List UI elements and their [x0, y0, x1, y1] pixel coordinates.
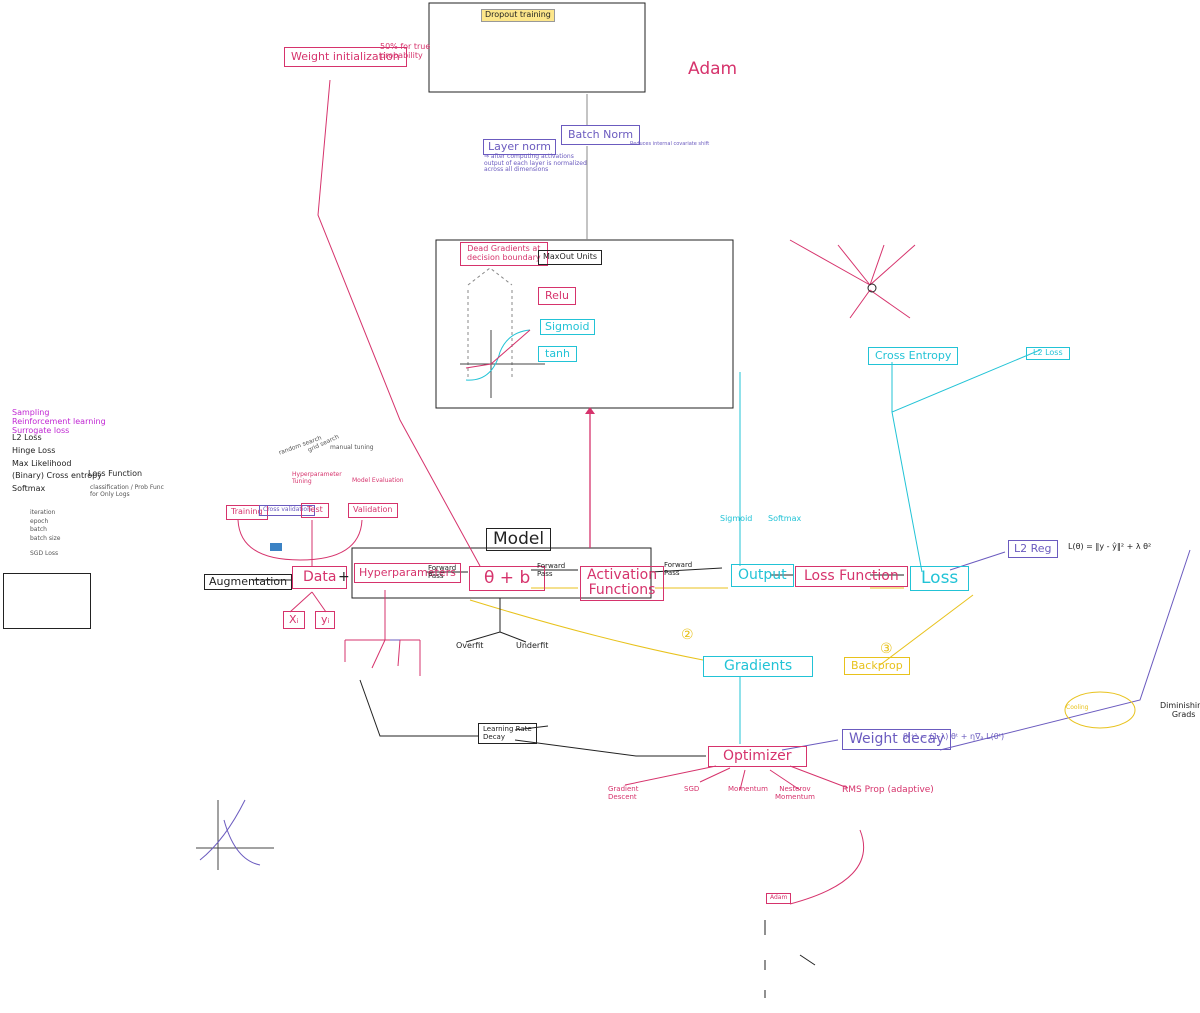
loss-list-item: Max Likelihood	[12, 458, 72, 468]
backprop-node[interactable]: Backprop	[844, 657, 910, 676]
softmax-label: Softmax	[768, 514, 802, 523]
manual-note: manual tuning	[330, 444, 374, 451]
forward-arrow-3	[650, 567, 723, 573]
validation-node[interactable]: Validation	[348, 503, 398, 518]
tanh-node[interactable]: tanh	[538, 346, 577, 363]
hyperparameters-node[interactable]: Hyperparameters	[354, 563, 461, 584]
step-two-marker: ②	[681, 627, 694, 643]
xi-node[interactable]: Xᵢ	[283, 611, 305, 630]
gradient-descent-node[interactable]: Gradient Descent	[608, 785, 639, 801]
batch-list-item: batch	[30, 526, 47, 534]
batch-norm-note: Reduces internal covariate shift	[630, 141, 710, 147]
batch-list: iteration epoch batch batch size	[30, 509, 61, 542]
underfit-label: Underfit	[516, 641, 549, 650]
batch-list-item: iteration	[30, 509, 56, 516]
cross-validation-node[interactable]: Cross validation	[259, 505, 315, 516]
loss-list-item: Hinge Loss	[12, 445, 56, 455]
softmax-note: classification / Prob Func for Only Logs	[90, 484, 164, 498]
batch-list-item: epoch	[30, 517, 49, 525]
test-node[interactable]: Test	[301, 503, 329, 518]
loss-fn-ref: Loss Function	[88, 469, 143, 478]
batch-list-item: batch size	[30, 534, 61, 542]
adam-label: Adam	[688, 59, 738, 79]
optimizer-node[interactable]: Optimizer	[708, 746, 807, 768]
l2-loss-node[interactable]: L2 Loss	[1026, 347, 1070, 360]
model-title: Model	[486, 528, 552, 551]
loss-function-node[interactable]: Loss Function	[795, 566, 908, 588]
loss-list-item: L2 Loss	[12, 433, 42, 442]
relu-node[interactable]: Relu	[538, 287, 576, 306]
loss-node[interactable]: Loss	[910, 566, 970, 591]
loss-list-title: Sampling Reinforcement learning Surrogat…	[12, 408, 106, 435]
step-three-marker: ③	[880, 641, 893, 657]
dataset-thumbnail	[270, 543, 282, 551]
activation-panel	[435, 239, 734, 409]
momentum-node[interactable]: Momentum	[728, 785, 768, 793]
batch-norm-node[interactable]: Batch Norm	[561, 125, 641, 146]
plus-sign: +	[338, 569, 350, 585]
init-note: 50% for true probability	[380, 42, 431, 60]
forward-pass-label-3: Forward Pass	[664, 561, 693, 577]
augmentation-node[interactable]: Augmentation	[204, 574, 293, 591]
model-box	[351, 547, 652, 599]
adam-box-node[interactable]: Adam	[766, 893, 792, 904]
rmsprop-node[interactable]: RMS Prop (adaptive)	[842, 785, 934, 795]
gradients-node[interactable]: Gradients	[703, 656, 814, 678]
dropout-title: Dropout training	[481, 9, 555, 22]
data-node[interactable]: Data	[292, 566, 348, 590]
l2-reg-node[interactable]: L2 Reg	[1008, 540, 1058, 559]
layer-norm-note: ⇒ after computing activations output of …	[484, 153, 587, 174]
forward-pass-label-2: Forward Pass	[537, 562, 566, 578]
sgd-loss-note: SGD Loss	[30, 550, 59, 557]
loss-list: L2 Loss Hinge Loss Max Likelihood (Binar…	[12, 433, 102, 494]
loss-list-item: Softmax	[12, 484, 46, 494]
cross-entropy-node[interactable]: Cross Entropy	[868, 347, 959, 366]
model-eval-label: Model Evaluation	[352, 477, 404, 484]
theta-to-init	[317, 79, 481, 567]
l2-equation: L(θ) = ‖y - ŷ‖² + λ θ²	[1068, 542, 1152, 551]
definitions-box	[3, 573, 91, 629]
dead-gradients-node: Dead Gradients at decision boundary	[460, 242, 548, 266]
maxout-node: MaxOut Units	[538, 250, 603, 265]
loss-list-item: (Binary) Cross entropy	[12, 471, 102, 481]
cooling-label: Cooling	[1066, 704, 1089, 711]
yi-node[interactable]: yᵢ	[315, 611, 336, 630]
theta-to-gradients	[469, 599, 704, 661]
overfit-label: Overfit	[456, 641, 484, 650]
learning-rate-decay-node[interactable]: Learning Rate Decay	[478, 723, 537, 745]
sigmoid-node[interactable]: Sigmoid	[540, 319, 595, 336]
nesterov-node[interactable]: Nesterov Momentum	[775, 785, 815, 801]
dropout-panel	[428, 2, 646, 93]
layer-norm-node[interactable]: Layer norm	[483, 139, 556, 156]
output-node[interactable]: Output	[731, 564, 794, 588]
hyperparam-tuning-label: Hyperparameter Tuning	[292, 471, 342, 485]
weight-init-label: Weight initialization	[284, 47, 407, 68]
weight-decay-node[interactable]: Weight decay	[842, 729, 952, 751]
theta-b-node[interactable]: θ + b	[469, 566, 546, 591]
weight-decay-equation: θᵗ⁺¹ = (1-λ) θᵗ + η∇ₐ L(θᵗ)	[903, 732, 1005, 741]
diminishing-grads-label: Diminishing Grads	[1160, 701, 1200, 719]
loss-to-backprop	[879, 594, 974, 666]
training-node[interactable]: Training	[226, 505, 268, 520]
sgd-node[interactable]: SGD	[684, 785, 700, 793]
forward-pass-label-1: Forward Pass	[428, 564, 457, 580]
sigmoid-label: Sigmoid	[720, 514, 753, 523]
activation-node[interactable]: Activation Functions	[580, 566, 665, 601]
loss-to-ce	[891, 349, 1041, 573]
